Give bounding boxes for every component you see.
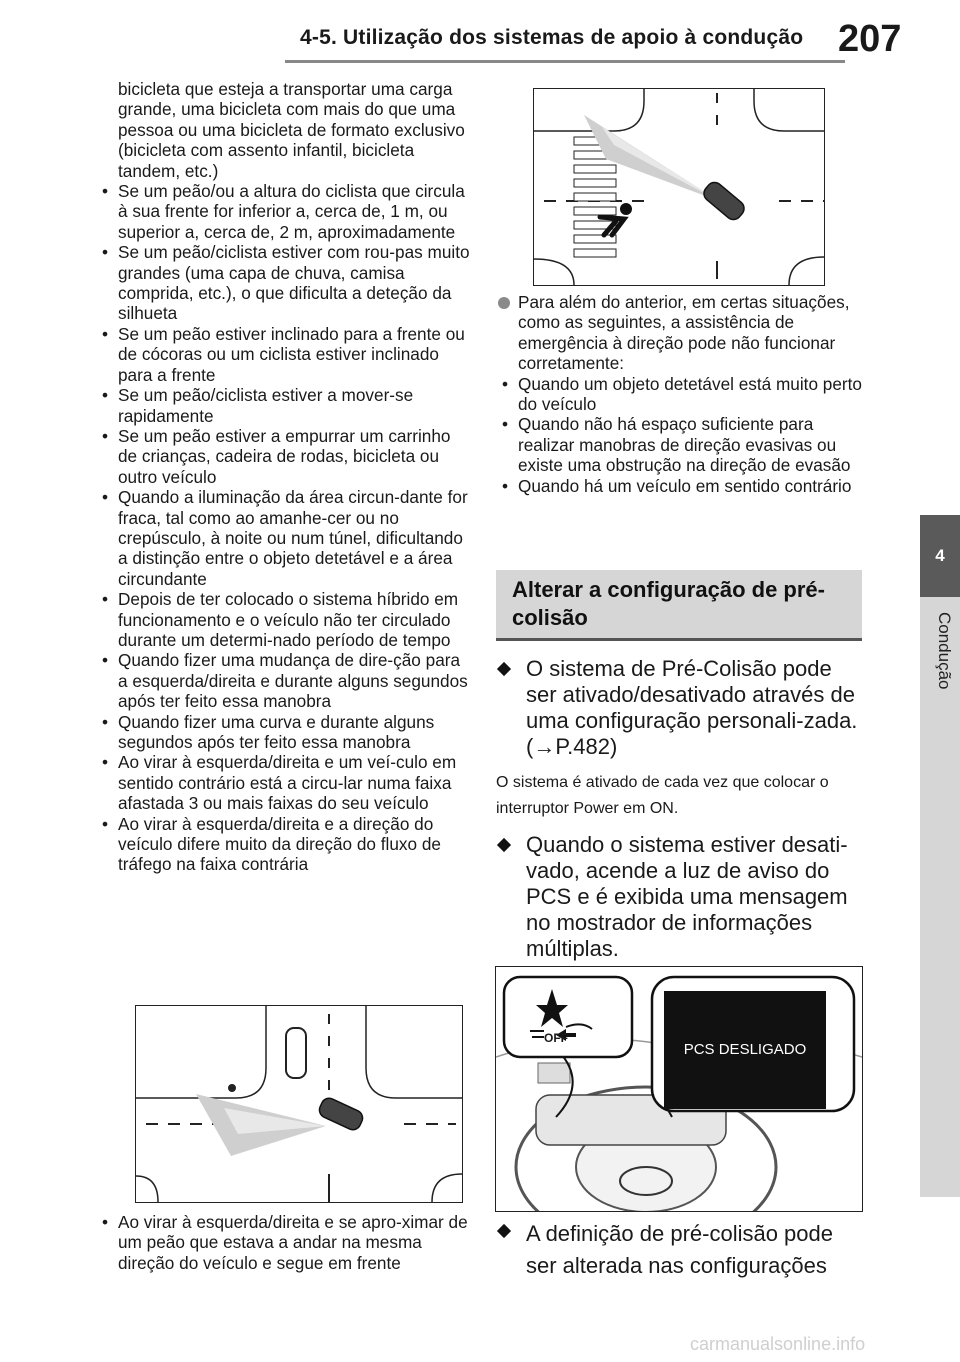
header-rule <box>285 60 845 63</box>
section-heading-text: Alterar a configuração de pré-colisão <box>512 577 825 630</box>
list-item: Ao virar à esquerda/direita e a direção … <box>96 814 470 875</box>
pcs-off-indicator: OFF <box>544 1031 568 1045</box>
diamond-item: O sistema de Pré-Colisão pode ser ativad… <box>496 656 866 760</box>
list-item: Quando um objeto detetável está muito pe… <box>496 374 866 415</box>
chapter-title: 4-5. Utilização dos sistemas de apoio à … <box>300 26 804 49</box>
list-item: Quando fizer uma curva e durante alguns … <box>96 712 470 753</box>
section-heading: Alterar a configuração de pré-colisão <box>496 570 862 641</box>
chapter-tab: 4 <box>920 515 960 597</box>
diamond-item: Quando o sistema estiver desati-vado, ac… <box>496 832 866 962</box>
right-column-tail: A definição de pré-colisão pode ser alte… <box>496 1208 866 1282</box>
left-column: bicicleta que esteja a transportar uma c… <box>96 79 470 875</box>
list-item: Se um peão estiver inclinado para a fren… <box>96 324 470 385</box>
list-item: Se um peão estiver a empurrar um carrinh… <box>96 426 470 487</box>
circle-item: Para além do anterior, em certas situaçõ… <box>496 292 866 374</box>
list-item: Depois de ter colocado o sistema híbrido… <box>96 589 470 650</box>
right-column-settings: O sistema de Pré-Colisão pode ser ativad… <box>496 646 866 962</box>
turning-oncoming-pedestrian-figure <box>135 1005 463 1203</box>
page-number: 207 <box>838 18 902 60</box>
chapter-tab-bar <box>920 597 960 1197</box>
list-item: Quando não há espaço suficiente para rea… <box>496 414 866 475</box>
right-column: Para além do anterior, em certas situaçõ… <box>496 292 866 496</box>
pcs-message-display: PCS DESLIGADO <box>664 991 826 1109</box>
crosswalk-pedestrian-figure <box>533 88 825 286</box>
list-item: Quando fizer uma mudança de dire-ção par… <box>96 650 470 711</box>
list-item: Se um peão/ciclista estiver a mover-se r… <box>96 385 470 426</box>
left-column-tail: Ao virar à esquerda/direita e se apro-xi… <box>96 1212 470 1273</box>
list-item: Se um peão/ciclista estiver com rou-pas … <box>96 242 470 324</box>
list-item: Ao virar à esquerda/direita e um veí-cul… <box>96 752 470 813</box>
note-text: O sistema é ativado de cada vez que colo… <box>496 774 829 817</box>
watermark: carmanualsonline.info <box>690 1334 866 1354</box>
pcs-display-figure: OFF PCS DESLIGADO <box>495 966 863 1212</box>
page-header: 4-5. Utilização dos sistemas de apoio à … <box>0 0 960 70</box>
list-item: Quando a iluminação da área circun-dante… <box>96 487 470 589</box>
list-item: Quando há um veículo em sentido contrári… <box>496 476 866 497</box>
diamond-item: A definição de pré-colisão pode ser alte… <box>496 1218 866 1282</box>
list-item: Ao virar à esquerda/direita e se apro-xi… <box>96 1212 470 1273</box>
list-item: Se um peão/ou a altura do ciclista que c… <box>96 181 470 242</box>
chapter-tab-label: Condução <box>935 612 954 690</box>
continuation-text: bicicleta que esteja a transportar uma c… <box>118 79 465 181</box>
